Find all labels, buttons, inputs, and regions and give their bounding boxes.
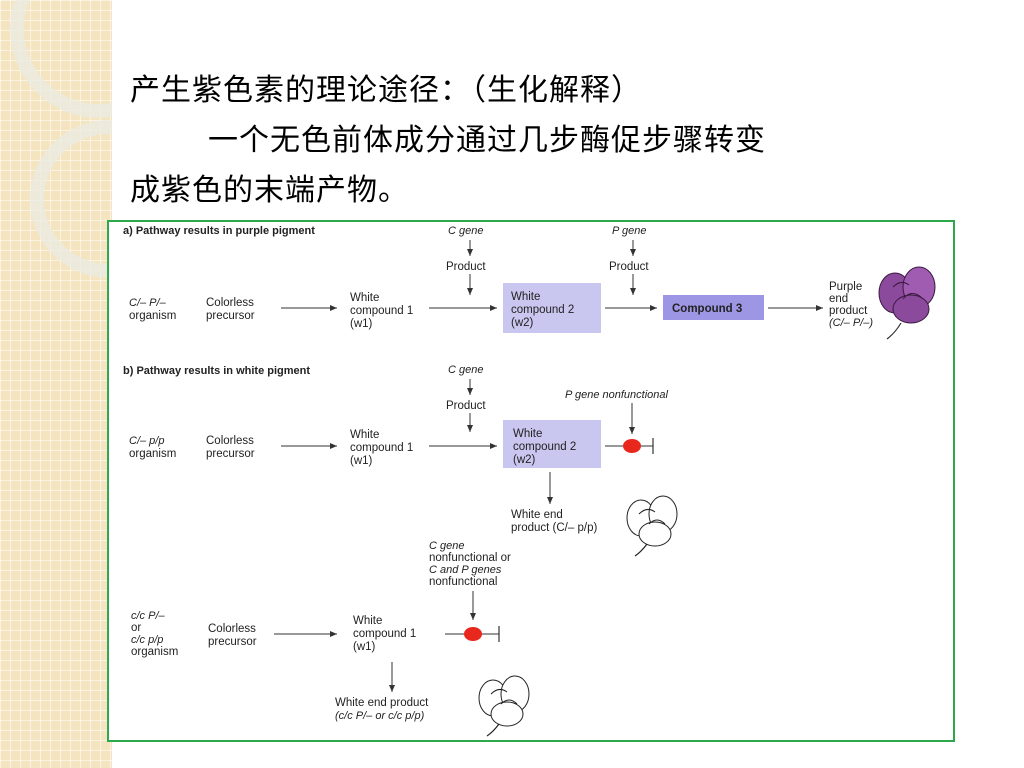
b-genotype: C/– p/p <box>129 435 164 447</box>
a-end-3: product <box>829 305 868 317</box>
b-end-2: product (C/– p/p) <box>511 522 597 534</box>
b-c-gene: C gene <box>448 364 483 376</box>
c-nonfunctional-3: C and P genes <box>429 564 502 576</box>
section-a-title: a) Pathway results in purple pigment <box>123 225 315 237</box>
a-genotype-organism: organism <box>129 310 176 322</box>
a-p-gene: P gene <box>612 225 646 237</box>
section-b-title: b) Pathway results in white pigment <box>123 365 310 377</box>
decorative-ring <box>30 120 112 278</box>
slide-title: 产生紫色素的理论途径：（生化解释） 一个无色前体成分通过几步酶促步骤转变 成紫色… <box>130 66 960 216</box>
b-w2-box <box>503 420 601 468</box>
block-marker <box>623 439 641 453</box>
a-end: Purple <box>829 281 862 293</box>
white-flower-icon <box>626 495 678 557</box>
a-c-product: Product <box>446 261 486 273</box>
white-flower-icon <box>478 675 530 737</box>
b-precursor-2: precursor <box>206 448 255 460</box>
decorative-side-strip <box>0 0 112 768</box>
b-w1-3: (w1) <box>350 455 373 467</box>
a-w2-box <box>503 283 601 333</box>
a-c-gene: C gene <box>448 225 483 237</box>
a-compound3: Compound 3 <box>672 303 742 315</box>
b-w1-2: compound 1 <box>350 442 413 454</box>
c-nonfunctional: C gene <box>429 540 464 552</box>
c-genotype-2: or <box>131 622 141 634</box>
c-end: White end product <box>335 697 429 709</box>
c-end-2: (c/c P/– or c/c p/p) <box>335 710 425 722</box>
c-genotype-3: c/c p/p <box>131 634 163 646</box>
b-precursor: Colorless <box>206 435 254 447</box>
b-w1: White <box>350 429 379 441</box>
b-w2-2: compound 2 <box>513 441 576 453</box>
pathway-diagram: a) Pathway results in purple pigment C/–… <box>123 225 936 737</box>
b-w2-3: (w2) <box>513 454 536 466</box>
decorative-ring <box>10 0 112 118</box>
c-genotype-organism: organism <box>131 646 178 658</box>
a-precursor: Colorless <box>206 297 254 309</box>
b-genotype-organism: organism <box>129 448 176 460</box>
a-w2: White <box>511 291 540 303</box>
a-precursor-2: precursor <box>206 310 255 322</box>
title-line-3: 成紫色的末端产物。 <box>130 173 409 208</box>
b-c-product: Product <box>446 400 486 412</box>
purple-flower-icon <box>878 266 936 340</box>
a-compound3-box <box>663 295 764 320</box>
a-p-product: Product <box>609 261 649 273</box>
a-w1-2: compound 1 <box>350 305 413 317</box>
b-p-nonfunctional: P gene nonfunctional <box>565 389 669 401</box>
a-w2-2: compound 2 <box>511 304 574 316</box>
a-w2-3: (w2) <box>511 317 534 329</box>
a-w1: White <box>350 292 379 304</box>
c-w1: White <box>353 615 382 627</box>
c-genotype: c/c P/– <box>131 610 166 622</box>
title-line-2: 一个无色前体成分通过几步酶促步骤转变 <box>208 123 766 158</box>
a-end-2: end <box>829 293 848 305</box>
c-w1-3: (w1) <box>353 641 376 653</box>
c-w1-2: compound 1 <box>353 628 416 640</box>
c-precursor: Colorless <box>208 623 256 635</box>
block-marker <box>464 627 482 641</box>
c-nonfunctional-4: nonfunctional <box>429 576 497 588</box>
title-line-1: 产生紫色素的理论途径：（生化解释） <box>130 73 642 108</box>
a-w1-3: (w1) <box>350 318 373 330</box>
c-nonfunctional-2: nonfunctional or <box>429 552 511 564</box>
a-end-4: (C/– P/–) <box>829 317 873 329</box>
c-precursor-2: precursor <box>208 636 257 648</box>
a-genotype: C/– P/– <box>129 297 167 309</box>
b-end: White end <box>511 509 563 521</box>
pathway-figure: a) Pathway results in purple pigment C/–… <box>107 220 955 742</box>
b-w2: White <box>513 428 542 440</box>
